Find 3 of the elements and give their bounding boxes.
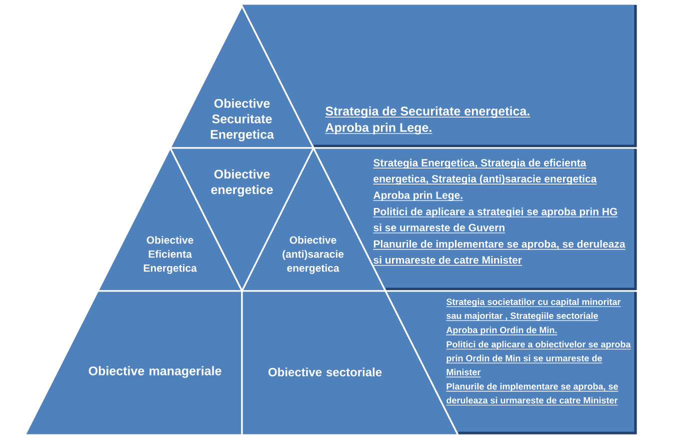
panel-text: Strategia de Securitate energetica. bbox=[324, 106, 530, 118]
node-label: Obiective sectoriale bbox=[268, 368, 382, 376]
panel-text: Aproba prin Lege. bbox=[324, 122, 432, 134]
